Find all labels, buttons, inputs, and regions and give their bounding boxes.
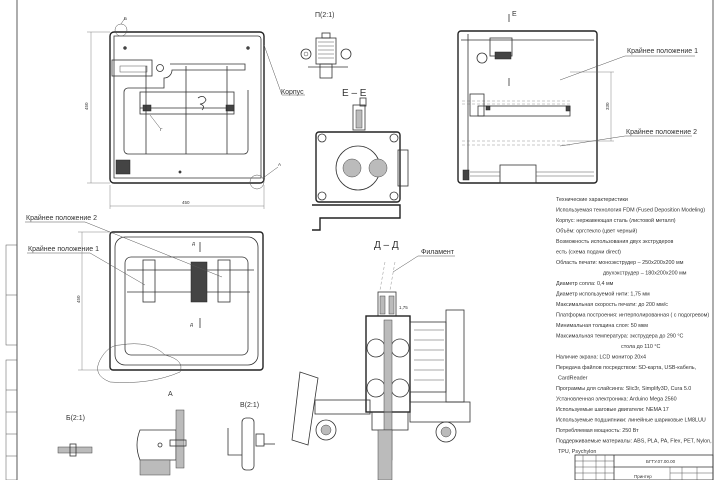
top-section-mark-lower: Д: [190, 322, 193, 327]
spec-line: CardReader: [558, 376, 588, 382]
spec-line: Диаметр используемой нити: 1,75 мм: [556, 291, 650, 298]
front-width-dim: 450: [182, 200, 190, 205]
side-view: [457, 14, 695, 184]
detail-p-title: П(2:1): [315, 12, 334, 19]
detail-a-title: А: [168, 391, 173, 398]
detail-v-title: В(2:1): [240, 402, 259, 409]
section-e-title: Е – Е: [342, 88, 367, 99]
spec-line: Минимальная толщина слоя: 50 мкм: [556, 323, 648, 329]
spec-line: Платформа построения: интерполированная …: [556, 313, 709, 319]
title-block-name: Принтер: [634, 474, 652, 479]
front-height-dim: 450: [84, 102, 89, 110]
spec-line: Корпус: нержавеющая сталь (листовой мета…: [556, 217, 676, 224]
detail-views: [57, 409, 275, 476]
spec-line: Максимальная температура: экструдера до …: [556, 334, 683, 340]
callout-g: Г: [160, 127, 163, 132]
housing-label: Корпус: [281, 89, 304, 96]
spec-line: Максимальная скорость печати: до 200 мм/…: [556, 302, 668, 308]
spec-line: Объём: оргстекло (цвет черный): [556, 228, 637, 235]
spec-line: Наличие экрана: LCD монитор 20х4: [556, 355, 646, 361]
title-block-code: БГТУ.07.00.00: [646, 459, 676, 464]
front-view: [87, 17, 305, 209]
filament-label: Филамент: [421, 249, 455, 256]
spec-line: Диаметр сопла: 0,4 мм: [556, 281, 614, 287]
spec-line: Установленная электроника: Arduino Mega …: [556, 397, 677, 403]
top-view: [25, 221, 264, 383]
sheet-frame: [5, 0, 714, 480]
side-extreme-1: Крайнее положение 1: [627, 47, 698, 55]
spec-line: Передача файлов посредством: SD-карта, U…: [556, 364, 697, 371]
top-height-dim: 450: [76, 295, 81, 303]
title-block: [574, 454, 714, 480]
section-e-view: [312, 97, 409, 231]
spec-line: Потребляемая мощность: 250 Вт: [556, 428, 639, 434]
spec-line: Используемые подшипники: линейные шарико…: [556, 417, 706, 424]
top-extreme-1: Крайнее положение 1: [28, 245, 99, 253]
spec-line: Область печати: моноэкструдер – 250х200х…: [556, 260, 684, 266]
section-d-title: Д – Д: [374, 240, 399, 251]
filament-dim: 1,75: [399, 305, 408, 310]
spec-line: Используемые шаговые двигатели: NEMA 17: [556, 407, 669, 413]
section-d-view: [291, 255, 471, 480]
side-extreme-2: Крайнее положение 2: [626, 128, 697, 136]
spec-line: стола до 110 °С: [621, 344, 661, 350]
spec-line: Используемая технология FDM (Fused Depos…: [556, 208, 705, 214]
side-travel-dim: 330: [605, 102, 610, 110]
callout-b: Б: [124, 16, 127, 21]
spec-line: двухэкструдер – 180х200х200 мм: [603, 271, 687, 277]
spec-line: Поддерживаемые материалы: ABS, PLA, PA, …: [556, 439, 712, 445]
detail-p-view: [300, 32, 352, 79]
spec-line: Технические характеристики: [556, 197, 628, 203]
technical-specs: Технические характеристики Используемая …: [556, 197, 712, 455]
detail-b-title: Б(2:1): [66, 415, 85, 422]
spec-line: Возможность использования двух экструдер…: [556, 239, 673, 245]
callout-a: А: [278, 162, 281, 167]
spec-line: есть (схема подачи direct): [556, 250, 621, 256]
top-section-mark-upper: Д: [192, 241, 195, 246]
spec-line: Программы для слайсинга: Slic3r, Simplif…: [556, 385, 691, 392]
top-extreme-2: Крайнее положение 2: [26, 214, 97, 222]
side-section-mark: Е: [512, 11, 517, 18]
spec-line: TPU, Psychylon: [558, 449, 596, 455]
